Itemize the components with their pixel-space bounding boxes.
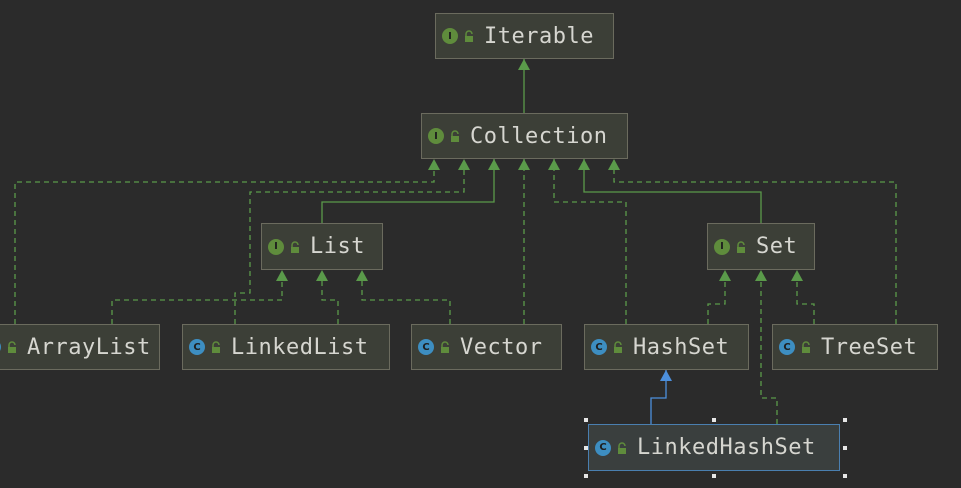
interface-icon: I bbox=[714, 238, 730, 255]
lock-icon bbox=[212, 341, 220, 353]
class-icon: C bbox=[189, 339, 205, 355]
edge-vector-list bbox=[361, 270, 451, 324]
node-vector[interactable]: C Vector bbox=[411, 324, 562, 370]
node-set[interactable]: I Set bbox=[707, 223, 815, 270]
edge-linkedhashset-hashset bbox=[650, 370, 667, 424]
arrowhead bbox=[608, 159, 620, 170]
selection-handle[interactable] bbox=[843, 446, 847, 450]
edge-arraylist-list bbox=[111, 270, 283, 324]
arrowhead bbox=[428, 159, 440, 170]
selection-handle[interactable] bbox=[843, 474, 847, 478]
node-label: Set bbox=[756, 234, 798, 259]
node-iterable[interactable]: I Iterable bbox=[435, 13, 614, 59]
node-label: LinkedHashSet bbox=[637, 435, 816, 460]
arrowhead bbox=[578, 159, 590, 170]
lock-icon bbox=[465, 30, 473, 42]
node-label: HashSet bbox=[633, 334, 730, 360]
node-label: Collection bbox=[470, 123, 608, 149]
interface-icon: I bbox=[268, 238, 284, 255]
node-treeset[interactable]: C TreeSet bbox=[772, 324, 938, 370]
node-linkedlist[interactable]: C LinkedList bbox=[182, 324, 390, 370]
selection-handle[interactable] bbox=[584, 418, 588, 422]
class-icon: C bbox=[591, 339, 607, 355]
lock-icon bbox=[441, 341, 449, 353]
arrowhead bbox=[518, 59, 530, 70]
node-arraylist[interactable]: C ArrayList bbox=[0, 324, 160, 370]
lock-icon bbox=[614, 341, 622, 353]
arrowhead bbox=[276, 270, 288, 281]
arrowhead bbox=[356, 270, 368, 281]
arrowhead bbox=[755, 270, 767, 281]
node-label: TreeSet bbox=[821, 334, 918, 360]
class-icon: C bbox=[0, 339, 1, 355]
node-list[interactable]: I List bbox=[261, 223, 383, 270]
edge-hashset-set bbox=[707, 270, 726, 324]
node-label: LinkedList bbox=[231, 334, 369, 360]
edge-list-collection bbox=[321, 159, 495, 223]
node-hashset[interactable]: C HashSet bbox=[584, 324, 749, 370]
class-icon: C bbox=[595, 439, 611, 456]
arrowhead bbox=[488, 159, 500, 170]
selection-handle[interactable] bbox=[584, 446, 588, 450]
class-icon: C bbox=[418, 339, 434, 355]
selection-handle[interactable] bbox=[712, 474, 716, 478]
arrowhead bbox=[518, 159, 530, 170]
node-label: Vector bbox=[460, 334, 543, 360]
arrowhead bbox=[548, 159, 560, 170]
edge-hashset-collection bbox=[553, 159, 627, 324]
node-label: ArrayList bbox=[27, 334, 151, 360]
selection-handle[interactable] bbox=[843, 418, 847, 422]
interface-icon: I bbox=[442, 28, 458, 44]
interface-icon: I bbox=[428, 128, 444, 144]
lock-icon bbox=[291, 240, 299, 253]
class-icon: C bbox=[779, 339, 795, 355]
arrowhead bbox=[458, 159, 470, 170]
edge-arraylist-collection bbox=[14, 159, 435, 324]
arrowhead bbox=[719, 270, 731, 281]
lock-icon bbox=[737, 240, 745, 253]
lock-icon bbox=[802, 341, 810, 353]
arrowhead bbox=[660, 370, 672, 381]
lock-icon bbox=[618, 441, 626, 454]
edge-linkedhashset-set bbox=[760, 270, 778, 424]
edge-treeset-collection bbox=[613, 159, 897, 324]
edge-set-collection bbox=[583, 159, 762, 223]
selection-handle[interactable] bbox=[712, 418, 716, 422]
selection-handle[interactable] bbox=[584, 474, 588, 478]
lock-icon bbox=[451, 130, 459, 142]
node-collection[interactable]: I Collection bbox=[421, 113, 628, 159]
edge-treeset-set bbox=[796, 270, 815, 324]
lock-icon bbox=[8, 341, 16, 353]
arrowhead bbox=[316, 270, 328, 281]
node-linkedhashset[interactable]: C LinkedHashSet bbox=[588, 424, 840, 471]
node-label: List bbox=[310, 234, 365, 259]
arrowhead bbox=[791, 270, 803, 281]
edge-linkedlist-list bbox=[321, 270, 339, 324]
node-label: Iterable bbox=[484, 23, 594, 49]
